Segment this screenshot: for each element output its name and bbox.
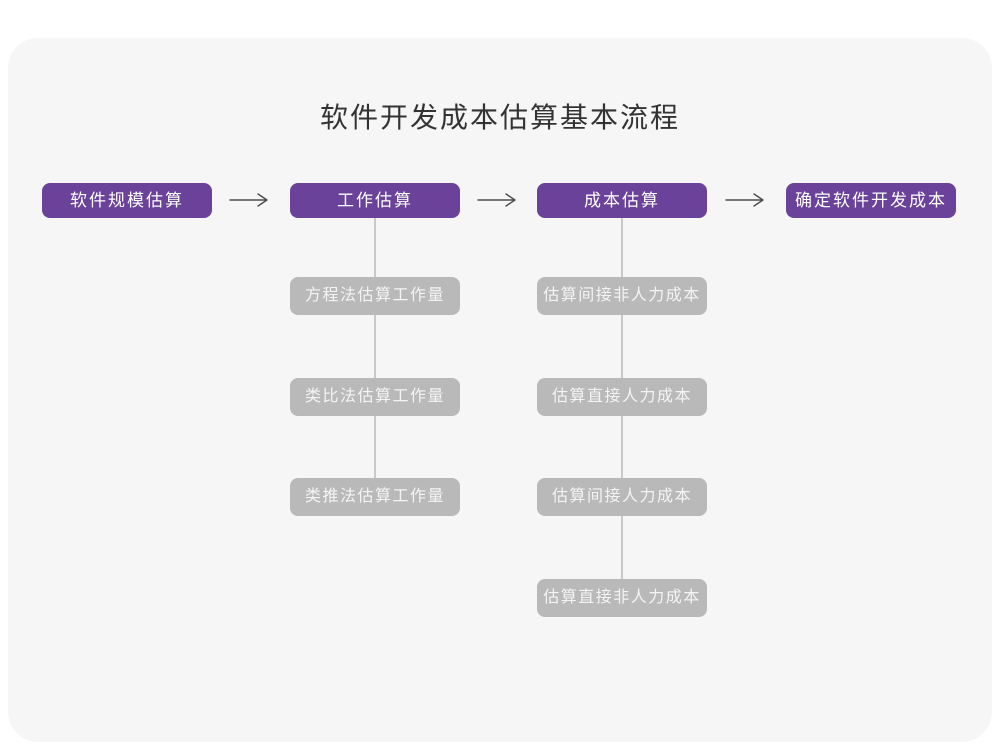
right-arrow-icon [229, 193, 268, 207]
cost-item-node: 估算直接非人力成本 [537, 579, 707, 617]
work-method-node: 类推法估算工作量 [290, 478, 460, 516]
connector-line-work-estimation [374, 218, 376, 478]
diagram-title: 软件开发成本估算基本流程 [319, 102, 680, 133]
cost-item-node: 估算直接人力成本 [537, 378, 707, 416]
flowchart-card: 软件开发成本估算基本流程 软件规模估算 工作估算 成本估算 确定软件开发成本 方… [8, 38, 992, 742]
right-arrow-icon [725, 193, 764, 207]
stage-node-software-scale-estimation: 软件规模估算 [42, 183, 212, 218]
stage-node-cost-estimation: 成本估算 [537, 183, 707, 218]
work-method-node: 类比法估算工作量 [290, 378, 460, 416]
right-arrow-icon [477, 193, 516, 207]
cost-item-node: 估算间接非人力成本 [537, 277, 707, 315]
stage-node-determine-development-cost: 确定软件开发成本 [786, 183, 956, 218]
work-method-node: 方程法估算工作量 [290, 277, 460, 315]
cost-item-node: 估算间接人力成本 [537, 478, 707, 516]
stage-node-work-estimation: 工作估算 [290, 183, 460, 218]
